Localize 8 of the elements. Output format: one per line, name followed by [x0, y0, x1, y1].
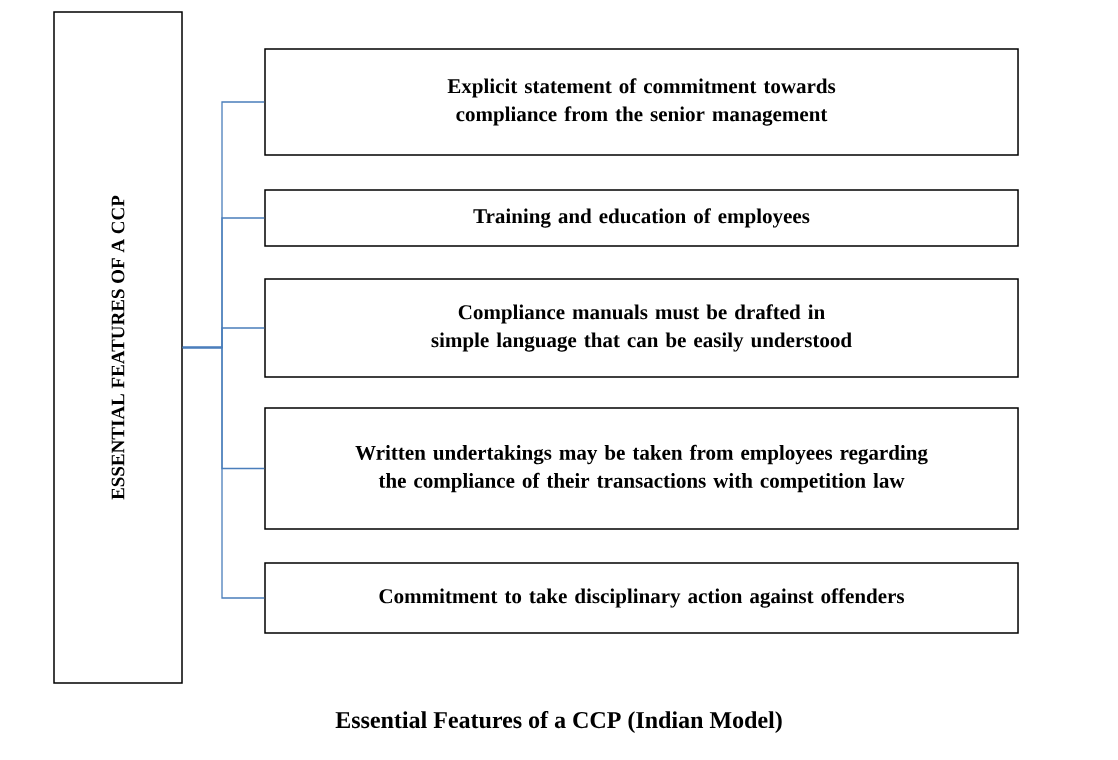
feature-box: Explicit statement of commitment towards compliance from the senior management [264, 48, 1019, 156]
feature-box: Written undertakings may be taken from employees regarding the compliance of their transactions with competition law [264, 407, 1019, 530]
feature-box: Commitment to take disciplinary action against offenders [264, 562, 1019, 634]
caption: Essential Features of a CCP (Indian Model) [335, 711, 782, 733]
feature-box: Compliance manuals must be drafted in simple language that can be easily understood [264, 278, 1019, 378]
vertical-title-box: ESSENTIAL FEATURES OF A CCP [53, 11, 183, 684]
feature-box: Training and education of employees [264, 189, 1019, 247]
connector [182, 346, 265, 599]
